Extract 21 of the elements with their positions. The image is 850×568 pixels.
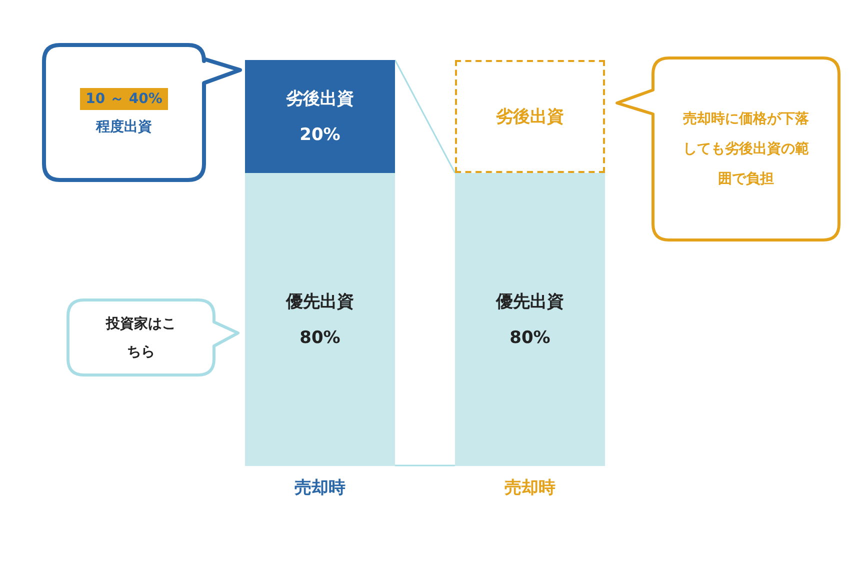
bubble-text: 投資家はこちら <box>104 314 177 362</box>
equity-label: 劣後出資 <box>286 88 354 110</box>
connector-line <box>395 464 455 466</box>
percentage-label: 80% <box>510 326 550 350</box>
junior-equity-bar <box>245 60 395 173</box>
speech-bubble <box>616 57 842 241</box>
equity-label: 優先出資 <box>496 290 564 314</box>
bubble-text: 程度出資 <box>96 118 152 137</box>
percentage-label: 80% <box>300 326 340 350</box>
senior-equity-bar <box>245 173 395 466</box>
equity-label: 劣後出資 <box>496 106 564 128</box>
percentage-label: 20% <box>300 124 340 146</box>
equity-label: 優先出資 <box>286 290 354 314</box>
column-label: 売却時 <box>294 477 346 499</box>
senior-equity-bar <box>455 173 605 466</box>
column-label: 売却時 <box>504 477 556 499</box>
speech-bubble <box>44 45 244 181</box>
bubble-text: 売却時に価格が下落しても劣後出資の範囲で負担 <box>682 110 810 189</box>
speech-bubble <box>68 300 240 376</box>
connector-line <box>394 60 456 174</box>
highlighted-percentage: 10 ～ 40% <box>80 88 168 110</box>
